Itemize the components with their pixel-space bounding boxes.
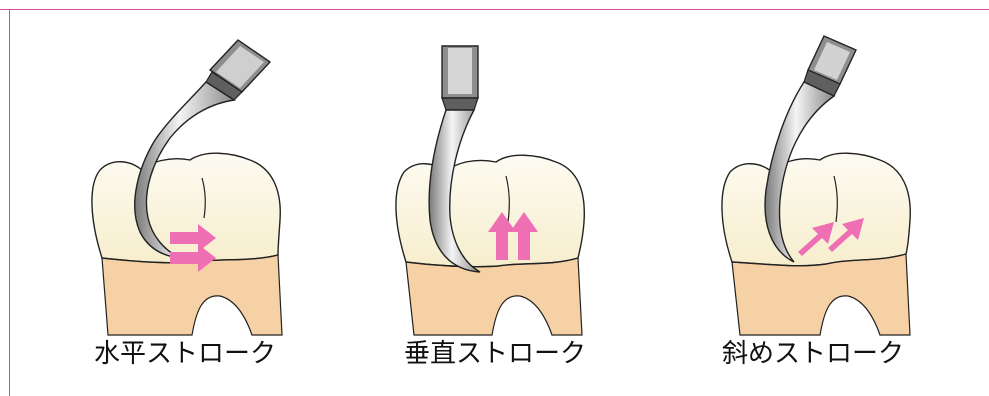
- gum: [406, 258, 582, 335]
- tooth-crown: [722, 153, 910, 265]
- caption-vertical-stroke: 垂直ストローク: [330, 333, 660, 370]
- panel-oblique-stroke: 斜めストローク: [648, 0, 978, 396]
- tooth-crown: [396, 155, 584, 267]
- gum: [732, 254, 910, 335]
- caption-horizontal-stroke: 水平ストローク: [20, 333, 350, 370]
- panel-horizontal-stroke: 水平ストローク: [20, 0, 350, 396]
- caption-oblique-stroke: 斜めストローク: [648, 333, 978, 370]
- tooth-crown: [92, 153, 280, 263]
- vertical-stroke-illustration: [330, 0, 660, 340]
- horizontal-stroke-illustration: [20, 0, 350, 340]
- frame-left-border: [9, 9, 10, 396]
- panel-vertical-stroke: 垂直ストローク: [330, 0, 660, 396]
- gum: [102, 255, 282, 335]
- oblique-stroke-illustration: [648, 0, 978, 340]
